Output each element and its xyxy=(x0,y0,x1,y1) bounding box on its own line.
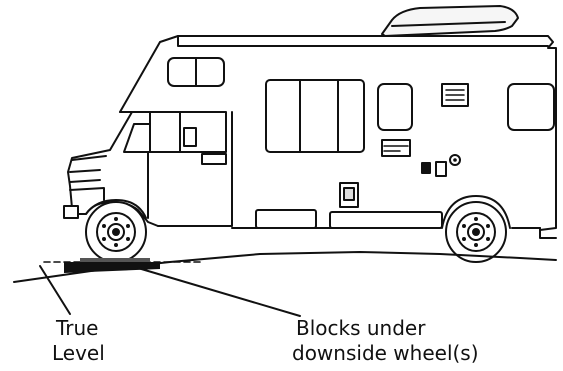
true-level-leader xyxy=(40,266,70,314)
blocks-leader xyxy=(138,268,300,316)
true-level-label-line1: True xyxy=(56,316,98,340)
rv-cab xyxy=(64,112,232,226)
true-level-label-line2: Level xyxy=(52,341,105,365)
blocks-label-line2: downside wheel(s) xyxy=(292,341,479,365)
rear-wheel xyxy=(442,196,510,262)
blocks-label-line1: Blocks under xyxy=(296,316,425,340)
front-wheel xyxy=(86,202,146,262)
roof-pod xyxy=(382,6,518,36)
